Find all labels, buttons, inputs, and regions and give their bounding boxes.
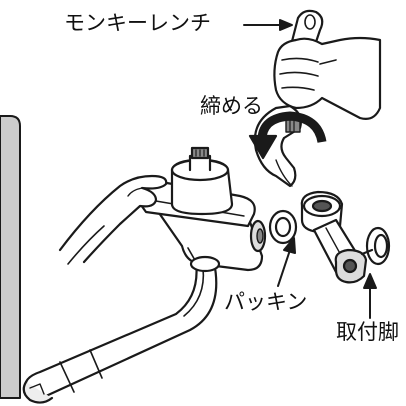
mounting-leg	[300, 190, 391, 284]
wrench-label: モンキーレンチ	[64, 11, 211, 35]
packing-leader	[277, 237, 296, 287]
tighten-arrow-icon	[248, 111, 327, 160]
leader-lines	[243, 19, 377, 319]
side-panel	[0, 115, 21, 399]
leg-leader	[363, 273, 377, 319]
packing-washer	[268, 209, 298, 245]
faucet-spout	[22, 260, 218, 404]
right-hand	[273, 36, 382, 120]
spout-end-ring	[59, 349, 103, 393]
mounting-leg-label: 取付脚	[336, 320, 399, 344]
faucet-body	[134, 146, 267, 273]
packing-label: パッキン	[224, 290, 308, 314]
left-hand	[58, 174, 168, 265]
wrench-leader	[243, 19, 293, 31]
tighten-label: 締める	[200, 94, 263, 118]
